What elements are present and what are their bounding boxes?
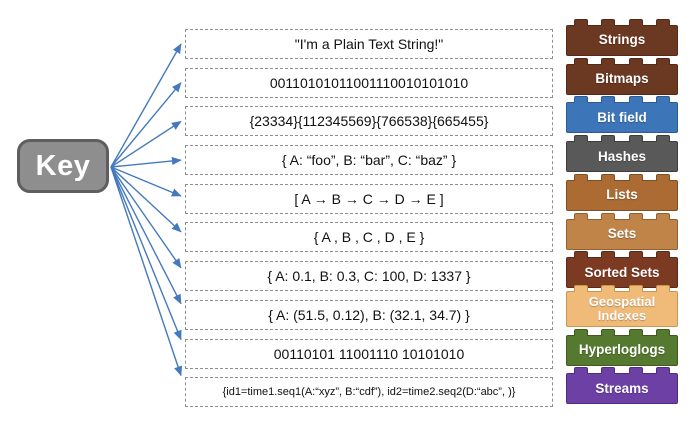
brick-studs bbox=[566, 19, 678, 26]
brick-stud bbox=[601, 251, 616, 259]
value-box-hyperloglogs: 00110101 11001110 10101010 bbox=[185, 338, 553, 369]
brick-label-strings: Strings bbox=[566, 25, 678, 56]
brick-stud bbox=[655, 135, 670, 143]
value-box-sets: { A , B , C , D , E } bbox=[185, 222, 553, 253]
brick-stud bbox=[655, 96, 670, 104]
type-brick-streams: Streams bbox=[566, 367, 678, 405]
brick-stud bbox=[601, 367, 616, 375]
brick-stud bbox=[601, 212, 616, 220]
brick-stud bbox=[655, 284, 670, 292]
key-node: Key bbox=[17, 139, 109, 193]
value-box-streams: {id1=time1.seq1(A:“xyz”, B:“cdf”), id2=t… bbox=[185, 377, 553, 408]
type-brick-geospatial-indexes: Geospatial Indexes bbox=[566, 284, 678, 327]
brick-stud bbox=[601, 284, 616, 292]
value-box-bitmaps: 00110101011001110010101010 bbox=[185, 67, 553, 98]
brick-stud bbox=[574, 212, 588, 220]
brick-label-streams: Streams bbox=[566, 373, 678, 405]
brick-label-bitmaps: Bitmaps bbox=[566, 63, 678, 95]
brick-label-sets: Sets bbox=[566, 218, 678, 250]
brick-studs bbox=[566, 135, 678, 143]
brick-stud bbox=[601, 96, 616, 104]
brick-stud bbox=[574, 19, 588, 26]
brick-stud bbox=[628, 19, 643, 26]
key-arrow-strings bbox=[110, 43, 182, 168]
type-brick-sorted-sets: Sorted Sets bbox=[566, 251, 678, 289]
brick-stud bbox=[628, 96, 643, 104]
brick-studs bbox=[566, 284, 678, 292]
key-arrow-bitmaps bbox=[110, 82, 182, 168]
value-box-lists: [ A → B → C → D → E ] bbox=[185, 183, 553, 214]
value-box-geospatial-indexes: { A: (51.5, 0.12), B: (32.1, 34.7) } bbox=[185, 299, 553, 330]
brick-label-lists: Lists bbox=[566, 179, 678, 211]
brick-studs bbox=[566, 212, 678, 220]
brick-studs bbox=[566, 328, 678, 336]
brick-stud bbox=[628, 57, 643, 65]
brick-stud bbox=[628, 251, 643, 259]
value-box-hashes: { A: “foo”, B: “bar”, C: “baz” } bbox=[185, 145, 553, 176]
brick-stud bbox=[574, 135, 588, 143]
brick-stud bbox=[574, 173, 588, 181]
value-box-sorted-sets: { A: 0.1, B: 0.3, C: 100, D: 1337 } bbox=[185, 261, 553, 292]
brick-stud bbox=[628, 212, 643, 220]
key-arrow-streams bbox=[110, 166, 183, 377]
brick-stud bbox=[655, 57, 670, 65]
brick-studs bbox=[566, 251, 678, 259]
brick-stud bbox=[655, 328, 670, 336]
brick-studs bbox=[566, 173, 678, 181]
brick-label-bit-field: Bit field bbox=[566, 102, 678, 134]
brick-studs bbox=[566, 96, 678, 104]
key-arrow-sorted-sets bbox=[110, 166, 182, 269]
brick-stud bbox=[628, 367, 643, 375]
brick-stud bbox=[628, 328, 643, 336]
brick-stud bbox=[601, 57, 616, 65]
brick-stud bbox=[574, 57, 588, 65]
brick-stud bbox=[574, 284, 588, 292]
brick-studs bbox=[566, 57, 678, 65]
brick-stud bbox=[574, 367, 588, 375]
brick-label-hashes: Hashes bbox=[566, 141, 678, 173]
brick-label-sorted-sets: Sorted Sets bbox=[566, 257, 678, 289]
brick-stud bbox=[574, 251, 588, 259]
brick-stud bbox=[655, 212, 670, 220]
brick-stud bbox=[574, 328, 588, 336]
key-arrow-bit-field bbox=[110, 120, 182, 168]
brick-stud bbox=[574, 96, 588, 104]
type-brick-hashes: Hashes bbox=[566, 135, 678, 173]
brick-stud bbox=[655, 19, 670, 26]
value-box-strings: "I'm a Plain Text String!" bbox=[185, 29, 553, 59]
brick-stud bbox=[655, 367, 670, 375]
brick-label-hyperloglogs: Hyperloglogs bbox=[566, 334, 678, 366]
type-brick-lists: Lists bbox=[566, 173, 678, 211]
type-brick-bitmaps: Bitmaps bbox=[566, 57, 678, 95]
brick-label-geospatial-indexes: Geospatial Indexes bbox=[566, 290, 678, 327]
brick-stud bbox=[601, 135, 616, 143]
key-arrow-lists bbox=[110, 166, 182, 197]
key-arrow-hyperloglogs bbox=[110, 166, 182, 341]
key-arrow-geospatial-indexes bbox=[110, 166, 182, 305]
type-brick-bit-field: Bit field bbox=[566, 96, 678, 134]
brick-stud bbox=[601, 173, 616, 181]
type-brick-hyperloglogs: Hyperloglogs bbox=[566, 328, 678, 366]
brick-studs bbox=[566, 367, 678, 375]
key-arrow-sets bbox=[110, 166, 182, 233]
value-box-bit-field: {23334}{112345569}{766538}{665455} bbox=[185, 106, 553, 137]
brick-stud bbox=[601, 19, 616, 26]
brick-stud bbox=[655, 251, 670, 259]
brick-stud bbox=[628, 135, 643, 143]
type-brick-strings: Strings bbox=[566, 19, 678, 56]
brick-stud bbox=[628, 173, 643, 181]
brick-stud bbox=[655, 173, 670, 181]
value-boxes-column: "I'm a Plain Text String!" 00110101011001… bbox=[185, 29, 553, 416]
brick-stud bbox=[601, 328, 616, 336]
brick-stud bbox=[628, 284, 643, 292]
key-arrow-hashes bbox=[110, 156, 182, 168]
key-node-label: Key bbox=[35, 149, 91, 182]
type-brick-sets: Sets bbox=[566, 212, 678, 250]
